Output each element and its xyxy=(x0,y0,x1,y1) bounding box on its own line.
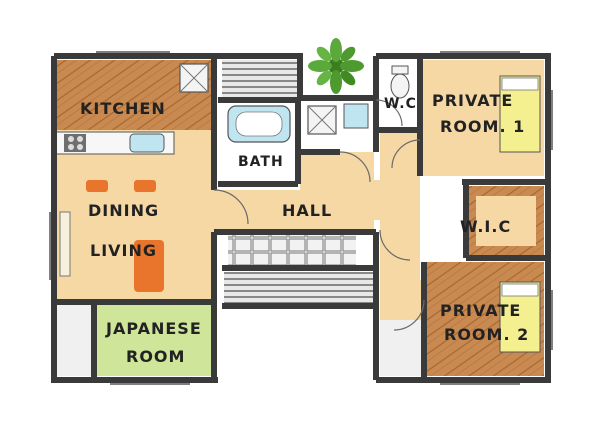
kitchen-label: KITCHEN xyxy=(80,99,166,118)
hall-floor xyxy=(214,180,420,232)
plant-icon xyxy=(308,38,364,94)
private-room-1-label-line1: PRIVATE xyxy=(432,91,513,110)
staircase-middle xyxy=(228,232,356,266)
washing-machine-icon xyxy=(307,105,337,135)
dining-living-floor xyxy=(54,130,214,300)
japanese-room-label-line2: ROOM xyxy=(126,347,185,366)
wc-label: W.C xyxy=(384,96,417,112)
hall-corridor xyxy=(300,152,374,190)
bath-label: BATH xyxy=(238,154,284,170)
right-hall-lower xyxy=(380,280,426,320)
tv-board xyxy=(59,211,71,277)
wic-inner xyxy=(476,196,536,246)
staircase-lower xyxy=(224,272,374,304)
pillow-room-2 xyxy=(501,283,539,297)
private-room-2-label-line2: ROOM. 2 xyxy=(444,325,529,344)
doors xyxy=(213,99,425,331)
dining-chairs xyxy=(86,180,156,192)
dining-label: DINING xyxy=(88,201,159,220)
pillow-room-1 xyxy=(501,77,539,91)
private-room-2-label-line1: PRIVATE xyxy=(440,301,521,320)
japanese-room-label-line1: JAPANESE xyxy=(105,319,202,338)
wash-basin-icon xyxy=(343,103,369,129)
fridge-icon xyxy=(179,63,209,93)
kitchen-sink-icon xyxy=(129,133,165,153)
sofa xyxy=(134,240,164,292)
stove-icon xyxy=(64,134,86,152)
right-hall xyxy=(380,130,420,280)
japanese-room-floor xyxy=(96,304,214,376)
staircase-top xyxy=(222,60,298,100)
kitchen-wood-diagonal xyxy=(150,95,214,130)
private-room-1-label-line2: ROOM. 1 xyxy=(440,117,525,136)
toilet-icon xyxy=(390,65,410,99)
hall-label: HALL xyxy=(282,201,332,220)
walls xyxy=(51,53,551,383)
bathtub-icon xyxy=(227,105,291,143)
windows xyxy=(49,51,553,385)
japanese-room-left-closet xyxy=(54,304,94,376)
wic-label: W.I.C xyxy=(460,217,511,236)
living-label: LIVING xyxy=(90,241,157,260)
